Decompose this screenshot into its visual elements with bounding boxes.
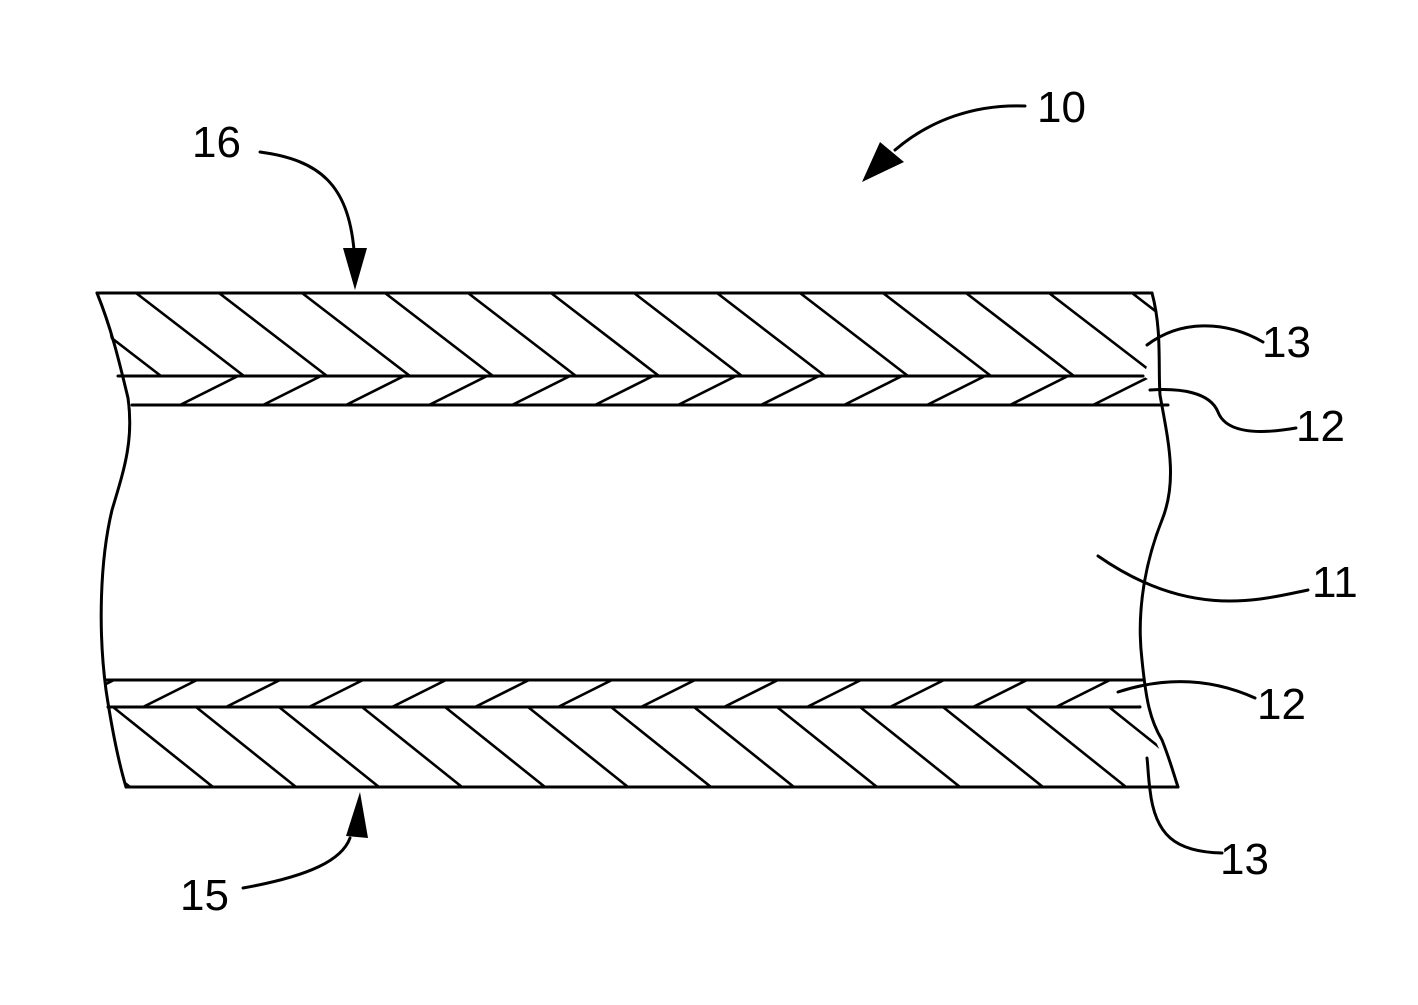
hatch-stroke-top-outer (1132, 293, 1240, 376)
hatch-stroke-top-outer (136, 293, 244, 376)
hatch-stroke-bot-inner (226, 680, 280, 707)
label-top-surface: 16 (192, 118, 241, 167)
hatch-stroke-top-inner (595, 376, 653, 405)
label-overall: 10 (1037, 83, 1086, 132)
hatch-stroke-top-outer (302, 293, 410, 376)
hatch-stroke-bot-outer (943, 707, 1043, 787)
hatch-stroke-top-outer (717, 293, 825, 376)
hatch-stroke-top-outer (883, 293, 991, 376)
hatch-stroke-bot-inner (641, 680, 695, 707)
hatch-stroke-bot-outer (362, 707, 462, 787)
hatch-stroke-top-inner (927, 376, 985, 405)
hatch-stroke-top-inner (1010, 376, 1068, 405)
hatch-stroke-top-outer (551, 293, 659, 376)
hatch-stroke-top-outer (966, 293, 1074, 376)
leader-overall (895, 106, 1025, 150)
hatch-stroke-top-outer (800, 293, 908, 376)
arrowhead-top-surface (343, 248, 367, 290)
hatch-stroke-bot-inner (807, 680, 861, 707)
hatch-stroke-top-inner (346, 376, 404, 405)
inner-layer-bottom-hatch (60, 680, 1193, 707)
leader-inner-layer-bottom (1118, 682, 1255, 698)
hatch-stroke-bot-outer (611, 707, 711, 787)
arrowhead-bottom-surface (346, 792, 368, 838)
leader-outer-layer-bottom (1147, 758, 1222, 853)
hatch-stroke-bot-outer (196, 707, 296, 787)
leader-top-surface (260, 152, 354, 250)
outer-layer-top-hatch (0, 293, 1240, 376)
hatch-stroke-bot-outer (777, 707, 877, 787)
hatch-stroke-top-outer (0, 293, 78, 376)
hatch-stroke-top-outer (468, 293, 576, 376)
label-outer-layer-top: 13 (1262, 318, 1311, 367)
hatch-stroke-top-inner (429, 376, 487, 405)
hatch-stroke-bot-inner (973, 680, 1027, 707)
hatch-stroke-bot-outer (279, 707, 379, 787)
hatch-stroke-top-inner (1259, 376, 1317, 405)
hatch-stroke-top-inner (1093, 376, 1151, 405)
hatch-stroke-bot-outer (445, 707, 545, 787)
hatch-stroke-bot-inner (724, 680, 778, 707)
hatch-stroke-top-inner (844, 376, 902, 405)
leader-bottom-surface (243, 838, 350, 888)
hatch-stroke-top-outer (1049, 293, 1157, 376)
hatch-stroke-bot-outer (1109, 707, 1209, 787)
label-inner-layer-top: 12 (1296, 402, 1345, 451)
hatch-stroke-top-inner (761, 376, 819, 405)
hatch-stroke-bot-inner (890, 680, 944, 707)
hatch-stroke-bot-outer (113, 707, 213, 787)
hatch-stroke-bot-inner (392, 680, 446, 707)
hatch-stroke-bot-inner (1056, 680, 1110, 707)
hatch-stroke-top-inner (678, 376, 736, 405)
label-bottom-surface: 15 (180, 871, 229, 920)
hatch-stroke-bot-inner (558, 680, 612, 707)
hatch-stroke-bot-inner (309, 680, 363, 707)
hatch-stroke-top-inner (263, 376, 321, 405)
hatch-stroke-bot-outer (528, 707, 628, 787)
hatch-stroke-top-outer (385, 293, 493, 376)
hatch-stroke-top-inner (180, 376, 238, 405)
hatch-stroke-bot-outer (694, 707, 794, 787)
hatch-stroke-bot-inner (143, 680, 197, 707)
hatch-stroke-top-inner (512, 376, 570, 405)
hatch-stroke-top-outer (634, 293, 742, 376)
label-inner-layer-bottom: 12 (1257, 680, 1306, 729)
label-outer-layer-bottom: 13 (1220, 835, 1269, 884)
inner-layer-top-hatch (180, 376, 1317, 405)
leader-outer-layer-top (1147, 326, 1263, 345)
left-break-edge (97, 293, 130, 787)
hatch-stroke-top-outer (219, 293, 327, 376)
leader-inner-layer-top (1150, 390, 1296, 432)
hatch-stroke-bot-outer (1026, 707, 1126, 787)
hatch-stroke-top-outer (53, 293, 161, 376)
label-core: 11 (1312, 558, 1358, 607)
hatch-stroke-bot-inner (475, 680, 529, 707)
hatch-stroke-bot-outer (860, 707, 960, 787)
outer-layer-bottom-hatch (30, 707, 1292, 787)
leader-core (1098, 556, 1308, 601)
